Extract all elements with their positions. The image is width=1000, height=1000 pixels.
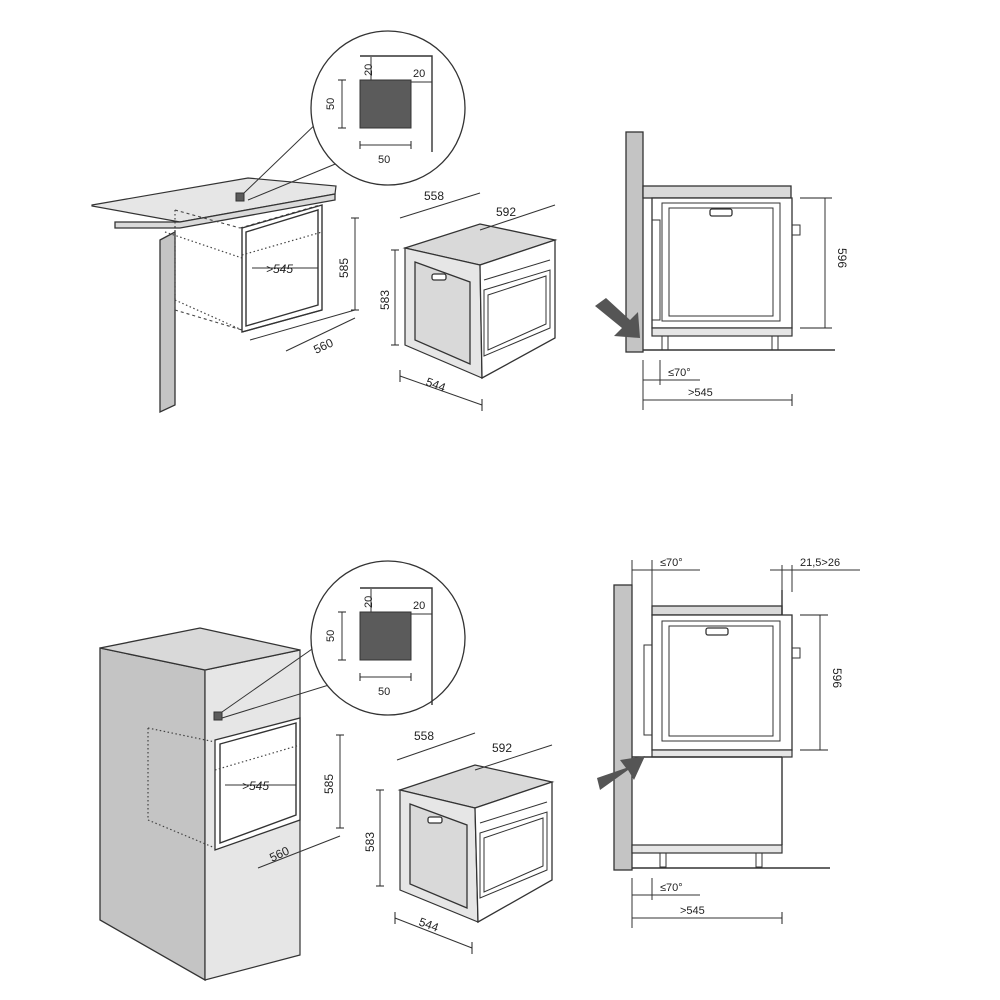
lower-detail-gap-top-label: 20 bbox=[363, 596, 375, 608]
lower-side-view bbox=[597, 560, 860, 928]
upper-vent-detail bbox=[310, 30, 466, 186]
lower-detail-gap-side-label: 20 bbox=[413, 600, 425, 612]
upper-detail-gap-top-label: 20 bbox=[363, 64, 375, 76]
upper-niche-drawing bbox=[91, 117, 346, 414]
upper-detail-gap-side-label: 20 bbox=[413, 68, 425, 80]
upper-oven-depth-label: 558 bbox=[424, 189, 444, 203]
upper-detail-h-label: 50 bbox=[325, 98, 337, 110]
upper-oven-body-depth-label: 544 bbox=[424, 375, 448, 395]
upper-side-depth-label: >545 bbox=[688, 387, 713, 399]
upper-detail-w-label: 50 bbox=[378, 154, 390, 166]
upper-oven-width-label: 592 bbox=[496, 205, 516, 219]
lower-detail-w-label: 50 bbox=[378, 686, 390, 698]
lower-oven-drawing bbox=[376, 732, 555, 954]
upper-oven-height-label: 583 bbox=[378, 290, 392, 310]
lower-column-drawing bbox=[99, 627, 346, 982]
upper-side-height-label: 596 bbox=[835, 248, 849, 268]
lower-oven-width-label: 592 bbox=[492, 741, 512, 755]
lower-side-depth-label: >545 bbox=[680, 905, 705, 917]
lower-niche-width-label: >545 bbox=[242, 779, 269, 793]
lower-detail-h-label: 50 bbox=[325, 630, 337, 642]
upper-niche-dimensions bbox=[249, 217, 359, 352]
lower-vent-detail bbox=[310, 560, 466, 716]
lower-oven-body-depth-label: 544 bbox=[417, 915, 441, 935]
lower-oven-height-label: 583 bbox=[363, 832, 377, 852]
upper-side-view bbox=[595, 131, 835, 410]
upper-niche-width-label: >545 bbox=[266, 262, 293, 276]
lower-side-vent-bottom-label: ≤70° bbox=[660, 882, 683, 894]
lower-niche-dimensions bbox=[225, 734, 344, 869]
upper-oven-drawing bbox=[391, 192, 558, 411]
upper-niche-height-label: 585 bbox=[337, 258, 351, 278]
upper-side-vent-label: ≤70° bbox=[668, 367, 691, 379]
upper-niche-depth-label: 560 bbox=[311, 335, 335, 356]
lower-side-height-label: 596 bbox=[830, 668, 844, 688]
lower-oven-depth-label: 558 bbox=[414, 729, 434, 743]
lower-niche-height-label: 585 bbox=[322, 774, 336, 794]
lower-side-panel-label: 21,5>26 bbox=[800, 557, 840, 569]
lower-side-vent-top-label: ≤70° bbox=[660, 557, 683, 569]
